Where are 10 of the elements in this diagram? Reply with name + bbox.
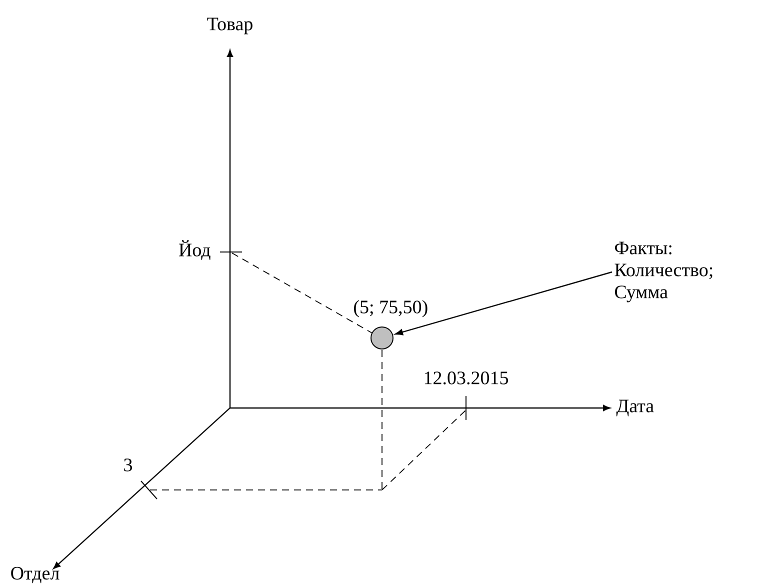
point-label: (5; 75,50) (354, 300, 428, 318)
arrow (395, 271, 612, 336)
axis-label: Товар (207, 18, 252, 34)
note-text: Факты: Количество; Сумма (614, 242, 712, 302)
tick-label: 3 (124, 458, 132, 472)
axis-label: Дата (616, 400, 654, 416)
data-point (370, 326, 394, 350)
tick-label: Йод (179, 240, 210, 260)
axis-label: Отдел (11, 566, 60, 584)
tick-label: 12.03.2015 (424, 372, 508, 384)
